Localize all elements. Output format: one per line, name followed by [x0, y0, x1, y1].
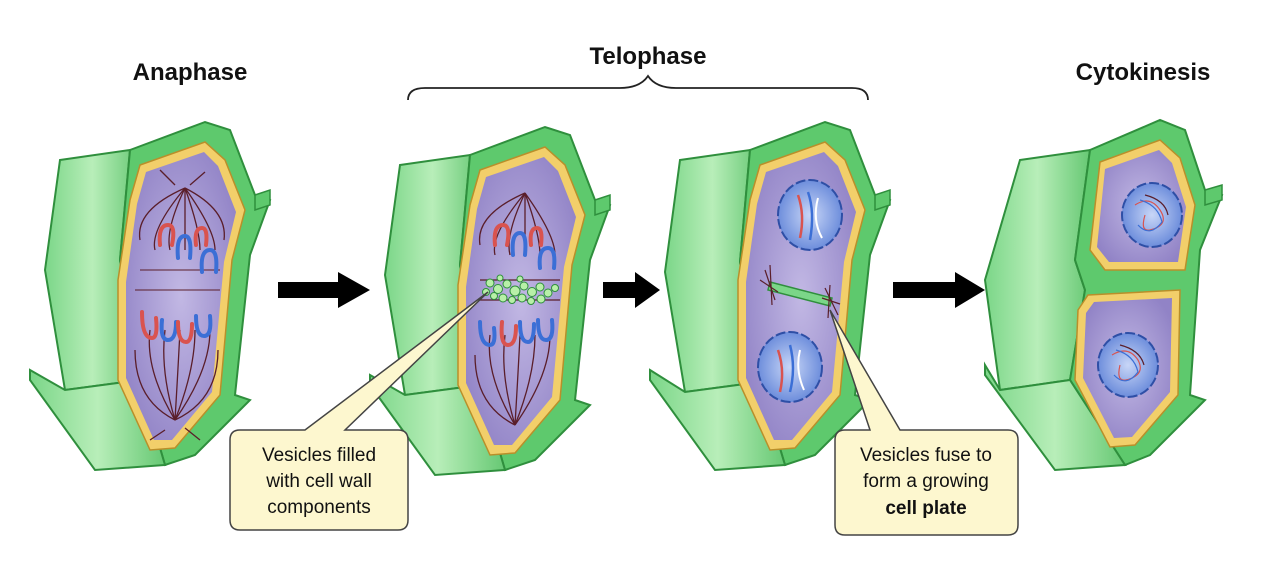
cell-cytokinesis	[983, 118, 1224, 472]
callout-vesicles-filled-line2: with cell wall	[265, 471, 372, 492]
chromosomes	[140, 222, 219, 345]
arrow-2	[603, 272, 660, 308]
callout-vesicles-filled-line1: Vesicles filled	[262, 445, 376, 466]
cell-plate	[759, 264, 841, 319]
vesicles	[482, 274, 559, 305]
cell-telophase-late	[649, 120, 892, 472]
cytoplasm	[126, 152, 236, 440]
callout-vesicles-fuse: Vesicles fuse to form a growing cell pla…	[829, 309, 1019, 536]
telophase-bracket	[407, 74, 869, 101]
callout-cell-plate-label: cell plate	[885, 498, 966, 519]
callout-vesicles-fuse-line2: form a growing	[863, 471, 989, 492]
callout-vesicles-filled-line3: components	[267, 497, 371, 518]
nucleus-bottom-daughter	[1097, 332, 1159, 398]
stage-title-telophase: Telophase	[590, 43, 707, 70]
spindle-fibers	[134, 169, 225, 441]
cell-telophase-early	[369, 125, 612, 477]
nucleus-top-daughter	[1121, 182, 1183, 248]
nucleus-top	[777, 179, 843, 251]
nucleus-bottom	[757, 331, 823, 403]
stage-title-anaphase: Anaphase	[133, 59, 248, 86]
cell-anaphase	[29, 120, 272, 472]
stage-title-cytokinesis: Cytokinesis	[1076, 59, 1211, 86]
callout-vesicles-filled: Vesicles filled with cell wall component…	[229, 291, 489, 531]
arrow-3	[893, 272, 985, 308]
callout-vesicles-fuse-line1: Vesicles fuse to	[860, 445, 992, 466]
arrow-1	[278, 272, 370, 308]
